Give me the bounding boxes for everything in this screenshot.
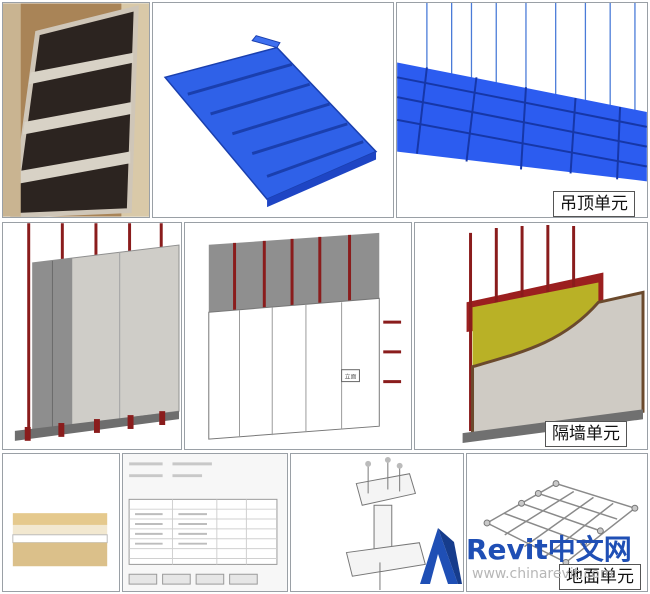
floor-unit-caption: 地面单元 xyxy=(559,564,641,590)
partition-board-model-image: 立面 xyxy=(208,232,402,440)
partition-unit-model-image xyxy=(462,224,645,444)
floor-unit-model: 地面单元 xyxy=(466,453,648,592)
photo-framed-panel xyxy=(2,2,150,218)
partition-board-model: 立面 xyxy=(184,222,412,450)
photo-framed-panel-image xyxy=(3,3,149,217)
ceiling-unit-caption: 吊顶单元 xyxy=(553,191,635,217)
floor-pedestal-model xyxy=(290,453,464,592)
watermark-brand: Revit中文网 xyxy=(466,533,632,566)
partition-unit-caption: 隔墙单元 xyxy=(545,421,627,447)
ceiling-unit-model: 吊顶单元 xyxy=(396,2,648,218)
blue-panel-model xyxy=(152,2,394,218)
layer-properties-dialog xyxy=(122,453,288,592)
floor-unit-model-image xyxy=(483,480,639,566)
watermark-url: www.chinarevit.com xyxy=(472,566,614,582)
blue-panel-model-image xyxy=(163,35,378,208)
floor-pedestal-model-image xyxy=(345,456,426,591)
partition-unit-model: 隔墙单元 xyxy=(414,222,648,450)
watermark-logo-icon xyxy=(420,528,462,584)
elevation-popup-label: 立面 xyxy=(345,373,357,381)
floor-layer-section-image xyxy=(12,513,108,567)
ceiling-unit-model-image xyxy=(397,3,647,182)
partition-frame-model-image xyxy=(14,223,180,441)
layer-properties-dialog-image xyxy=(123,454,287,591)
floor-layer-section xyxy=(2,453,120,592)
partition-frame-model xyxy=(2,222,182,450)
